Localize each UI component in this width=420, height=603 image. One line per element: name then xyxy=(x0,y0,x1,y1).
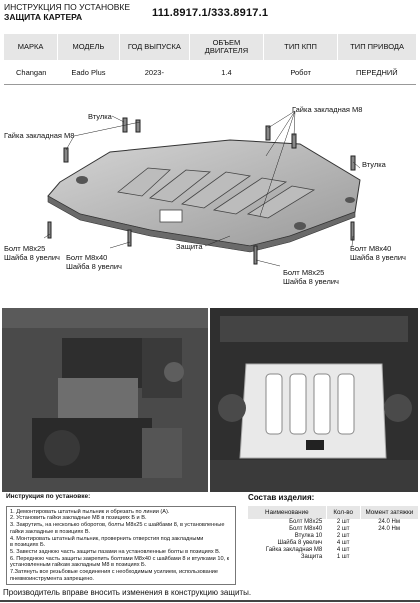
composition-torque xyxy=(360,547,418,554)
spec-model: Eado Plus xyxy=(57,60,120,85)
composition-qty: 2 шт xyxy=(336,533,350,539)
callout-washer-left: Шайба 8 увелич xyxy=(4,253,60,262)
instruction-step: 4. Монтировать штатный пыльник, проверни… xyxy=(10,535,204,542)
composition-name: Втулка 10 xyxy=(294,533,323,539)
callout-washer-mid: Шайба 8 увелич xyxy=(66,262,122,271)
composition-torque xyxy=(360,554,418,561)
spec-year: 2023- xyxy=(119,60,190,85)
instructions-title: Инструкция по установке: xyxy=(6,493,91,500)
composition-title: Состав изделия: xyxy=(248,493,315,502)
table-row: Болт М8х40 2 шт 24.0 Нм xyxy=(248,526,418,533)
instruction-step: 7.Затянуть все резьбовые соединения с не… xyxy=(10,569,219,576)
instruction-step: гайки закладные в позициях В. xyxy=(10,528,91,535)
table-row: Шайба 8 увелич 4 шт xyxy=(248,540,418,547)
table-row: Втулка 10 2 шт xyxy=(248,533,418,540)
composition-name: Защита xyxy=(300,554,323,560)
callout-bolt-mid: Болт М8х40 xyxy=(66,253,108,262)
part-number: 111.8917.1/333.8917.1 xyxy=(152,7,269,19)
spec-header-year: ГОД ВЫПУСКА xyxy=(119,34,190,60)
instruction-step: 1. Демонтировать штатный пыльник и обрез… xyxy=(10,508,170,515)
spec-header-model: МОДЕЛЬ xyxy=(57,34,120,60)
instruction-step: 2. Установить гайки закладные М8 в позиц… xyxy=(10,515,147,522)
callout-skid-plate: Защита xyxy=(176,242,203,251)
callout-washer-right: Шайба 8 увелич xyxy=(350,253,406,262)
instruction-step: 5. Завести заднюю часть защиты пазами на… xyxy=(10,548,221,555)
composition-torque: 24.0 Нм xyxy=(378,519,400,525)
composition-qty: 4 шт xyxy=(336,540,350,546)
spec-make: Changan xyxy=(4,60,58,85)
composition-header-name: Наименование xyxy=(248,506,327,519)
composition-qty: 2 шт xyxy=(336,526,350,532)
callout-nut-left: Гайка закладная М8 xyxy=(4,131,75,140)
bottom-divider xyxy=(0,600,420,602)
callout-bolt-left: Болт М8х25 xyxy=(4,244,46,253)
spec-row: Changan Eado Plus 2023- 1.4 Робот ПЕРЕДН… xyxy=(4,60,416,85)
callout-bushing-right: Втулка xyxy=(362,160,386,169)
composition-name: Шайба 8 увелич xyxy=(277,540,323,546)
table-row: Болт М8х25 2 шт 24.0 Нм xyxy=(248,519,418,526)
table-row: Гайка закладная М8 4 шт xyxy=(248,547,418,554)
doc-title: ЗАЩИТА КАРТЕРА xyxy=(4,12,83,22)
instruction-step: в позициях Б. xyxy=(10,542,46,549)
callout-bolt-low: Болт М8х25 xyxy=(283,268,325,277)
installation-instructions: Инструкция по установке: 1. Демонтироват… xyxy=(6,493,236,586)
spec-gearbox: Робот xyxy=(263,60,338,85)
underbody-photo-installed xyxy=(210,308,418,492)
spec-header-make: МАРКА xyxy=(4,34,59,60)
doc-header-line1: ИНСТРУКЦИЯ ПО УСТАНОВКЕ xyxy=(4,2,130,12)
composition-torque xyxy=(360,540,418,547)
vehicle-spec-table: МАРКА МОДЕЛЬ ГОД ВЫПУСКА ОБЪЕМ ДВИГАТЕЛЯ… xyxy=(4,34,416,85)
composition-name: Гайка закладная М8 xyxy=(265,547,323,553)
composition-torque xyxy=(360,533,418,540)
callout-bushing-left: Втулка xyxy=(88,112,112,121)
product-composition: Состав изделия: Наименование Кол-во Моме… xyxy=(248,493,418,561)
underbody-photo-before xyxy=(2,308,208,492)
instruction-step: пневмоинструмента запрещено. xyxy=(10,575,94,582)
footer-note: Производитель вправе вносить изменения в… xyxy=(3,588,252,597)
composition-qty: 1 шт xyxy=(336,554,350,560)
table-row: Защита 1 шт xyxy=(248,554,418,561)
composition-torque: 24.0 Нм xyxy=(378,526,400,532)
composition-qty: 2 шт xyxy=(336,519,350,525)
instruction-step: установленным гайкам закладным М8 в пози… xyxy=(10,562,147,569)
composition-header-torque: Момент затяжки xyxy=(360,506,418,519)
assembly-drawing xyxy=(43,110,361,267)
callout-washer-low: Шайба 8 увелич xyxy=(283,277,339,286)
composition-header-qty: Кол-во xyxy=(326,506,361,519)
spec-drive: ПЕРЕДНИЙ xyxy=(337,60,416,85)
callout-nut-top: Гайка закладная М8 xyxy=(292,105,363,114)
spec-header-engine: ОБЪЕМ ДВИГАТЕЛЯ xyxy=(189,34,265,60)
instruction-step: 3. Закрутить, на несколько оборотов, бол… xyxy=(10,522,225,529)
callout-bolt-right: Болт М8х40 xyxy=(350,244,392,253)
spec-header-gearbox: ТИП КПП xyxy=(263,34,339,60)
composition-name: Болт М8х25 xyxy=(289,519,323,525)
composition-qty: 4 шт xyxy=(336,547,350,553)
composition-name: Болт М8х40 xyxy=(289,526,323,532)
spec-engine: 1.4 xyxy=(189,60,264,85)
composition-table: Наименование Кол-во Момент затяжки Болт … xyxy=(248,506,418,561)
instruction-step: 6. Переднюю часть защиты закрепить болта… xyxy=(10,555,230,562)
spec-header-drive: ТИП ПРИВОДА xyxy=(337,34,416,60)
instructions-box: 1. Демонтировать штатный пыльник и обрез… xyxy=(6,505,236,586)
